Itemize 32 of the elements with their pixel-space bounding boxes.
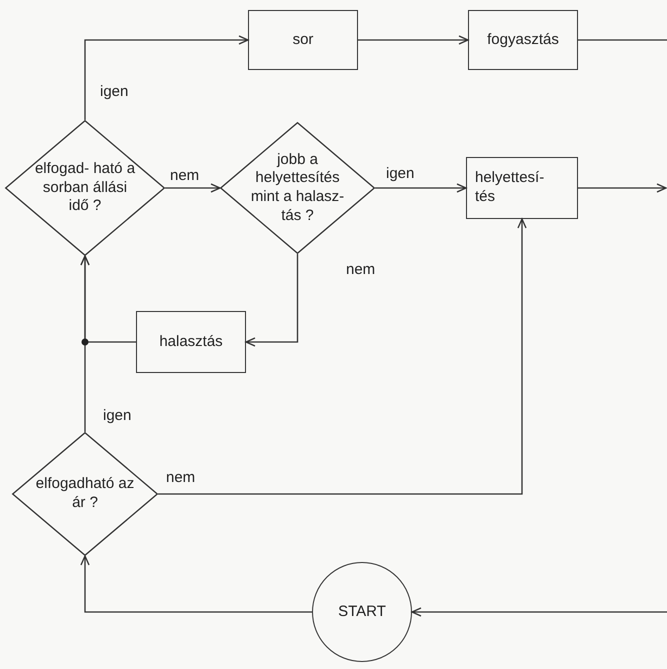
edge-label: igen	[386, 166, 414, 181]
edge-label: nem	[166, 470, 196, 485]
edge-label: igen	[100, 84, 128, 99]
start-circle	[312, 562, 412, 662]
edge-label: nem	[170, 168, 200, 183]
arrow	[80, 255, 90, 432]
decision-text: elfogadható az ár ?	[35, 475, 135, 513]
step-label: halasztás	[159, 332, 223, 352]
decision-diamond	[220, 122, 375, 254]
arrow	[578, 183, 667, 193]
decision-diamond	[12, 432, 158, 556]
process-box	[468, 10, 578, 70]
arrow	[80, 555, 312, 613]
arrow	[411, 607, 667, 617]
step-label: START	[338, 602, 386, 622]
process-box	[248, 10, 358, 70]
arrow	[358, 35, 469, 45]
edge-label: nem	[346, 262, 376, 277]
step-label: helyettesí- tés	[475, 169, 546, 207]
edge-label: igen	[103, 408, 132, 423]
arrow	[165, 183, 221, 193]
process-box	[466, 157, 578, 219]
arrow	[375, 183, 467, 193]
arrow	[245, 254, 298, 347]
decision-text: jobb a helyettesítés mint a halasz- tás ?	[250, 150, 346, 226]
decision-text: elfogad- ható a sorban állási idő ?	[34, 160, 136, 216]
decision-diamond	[5, 120, 165, 256]
arrow	[158, 218, 527, 495]
process-box	[136, 311, 246, 373]
step-label: sor	[292, 30, 314, 50]
step-label: fogyasztás	[487, 30, 559, 50]
arrow	[84, 35, 249, 120]
